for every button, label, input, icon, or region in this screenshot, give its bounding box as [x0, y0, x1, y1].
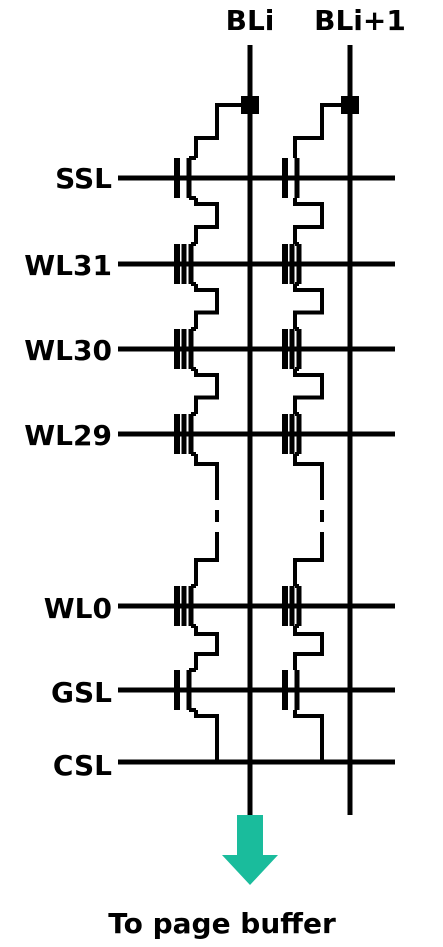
string-gap-bottom-bli: [194, 532, 219, 586]
bitline-label-bli-plus-1: BLi+1: [314, 4, 406, 37]
row-label-wl30: WL30: [24, 334, 112, 367]
string-link-bli-plus-1-2: [293, 369, 324, 414]
string-link-bli-1: [194, 284, 219, 329]
row-label-wl29: WL29: [24, 419, 112, 452]
string-link-bli-plus-1-0: [293, 198, 324, 244]
row-label-wl31: WL31: [24, 249, 112, 282]
string-link-bli-plus-1-1: [293, 284, 324, 329]
row-label-ssl: SSL: [55, 162, 112, 195]
string-gap-bottom-bli-plus-1: [293, 532, 324, 586]
string-link-bli-0: [194, 198, 219, 244]
string-link-wl0-gsl-bli-plus-1: [293, 626, 324, 670]
drain-strap-bli: [194, 103, 250, 158]
source-link-bli-plus-1: [293, 710, 324, 762]
output-label: To page buffer: [108, 907, 336, 940]
bitline-label-bli: BLi: [226, 4, 275, 37]
row-label-csl: CSL: [53, 749, 112, 782]
string-gap-top-bli: [194, 454, 219, 500]
string-gap-top-bli-plus-1: [293, 454, 324, 500]
string-link-bli-2: [194, 369, 219, 414]
row-label-wl0: WL0: [44, 592, 112, 625]
output-arrow: [222, 815, 278, 885]
circuit-wiring: [118, 45, 395, 815]
drain-strap-bli-plus-1: [293, 103, 350, 158]
source-link-bli: [194, 710, 219, 762]
row-label-gsl: GSL: [51, 676, 112, 709]
string-link-wl0-gsl-bli: [194, 626, 219, 670]
